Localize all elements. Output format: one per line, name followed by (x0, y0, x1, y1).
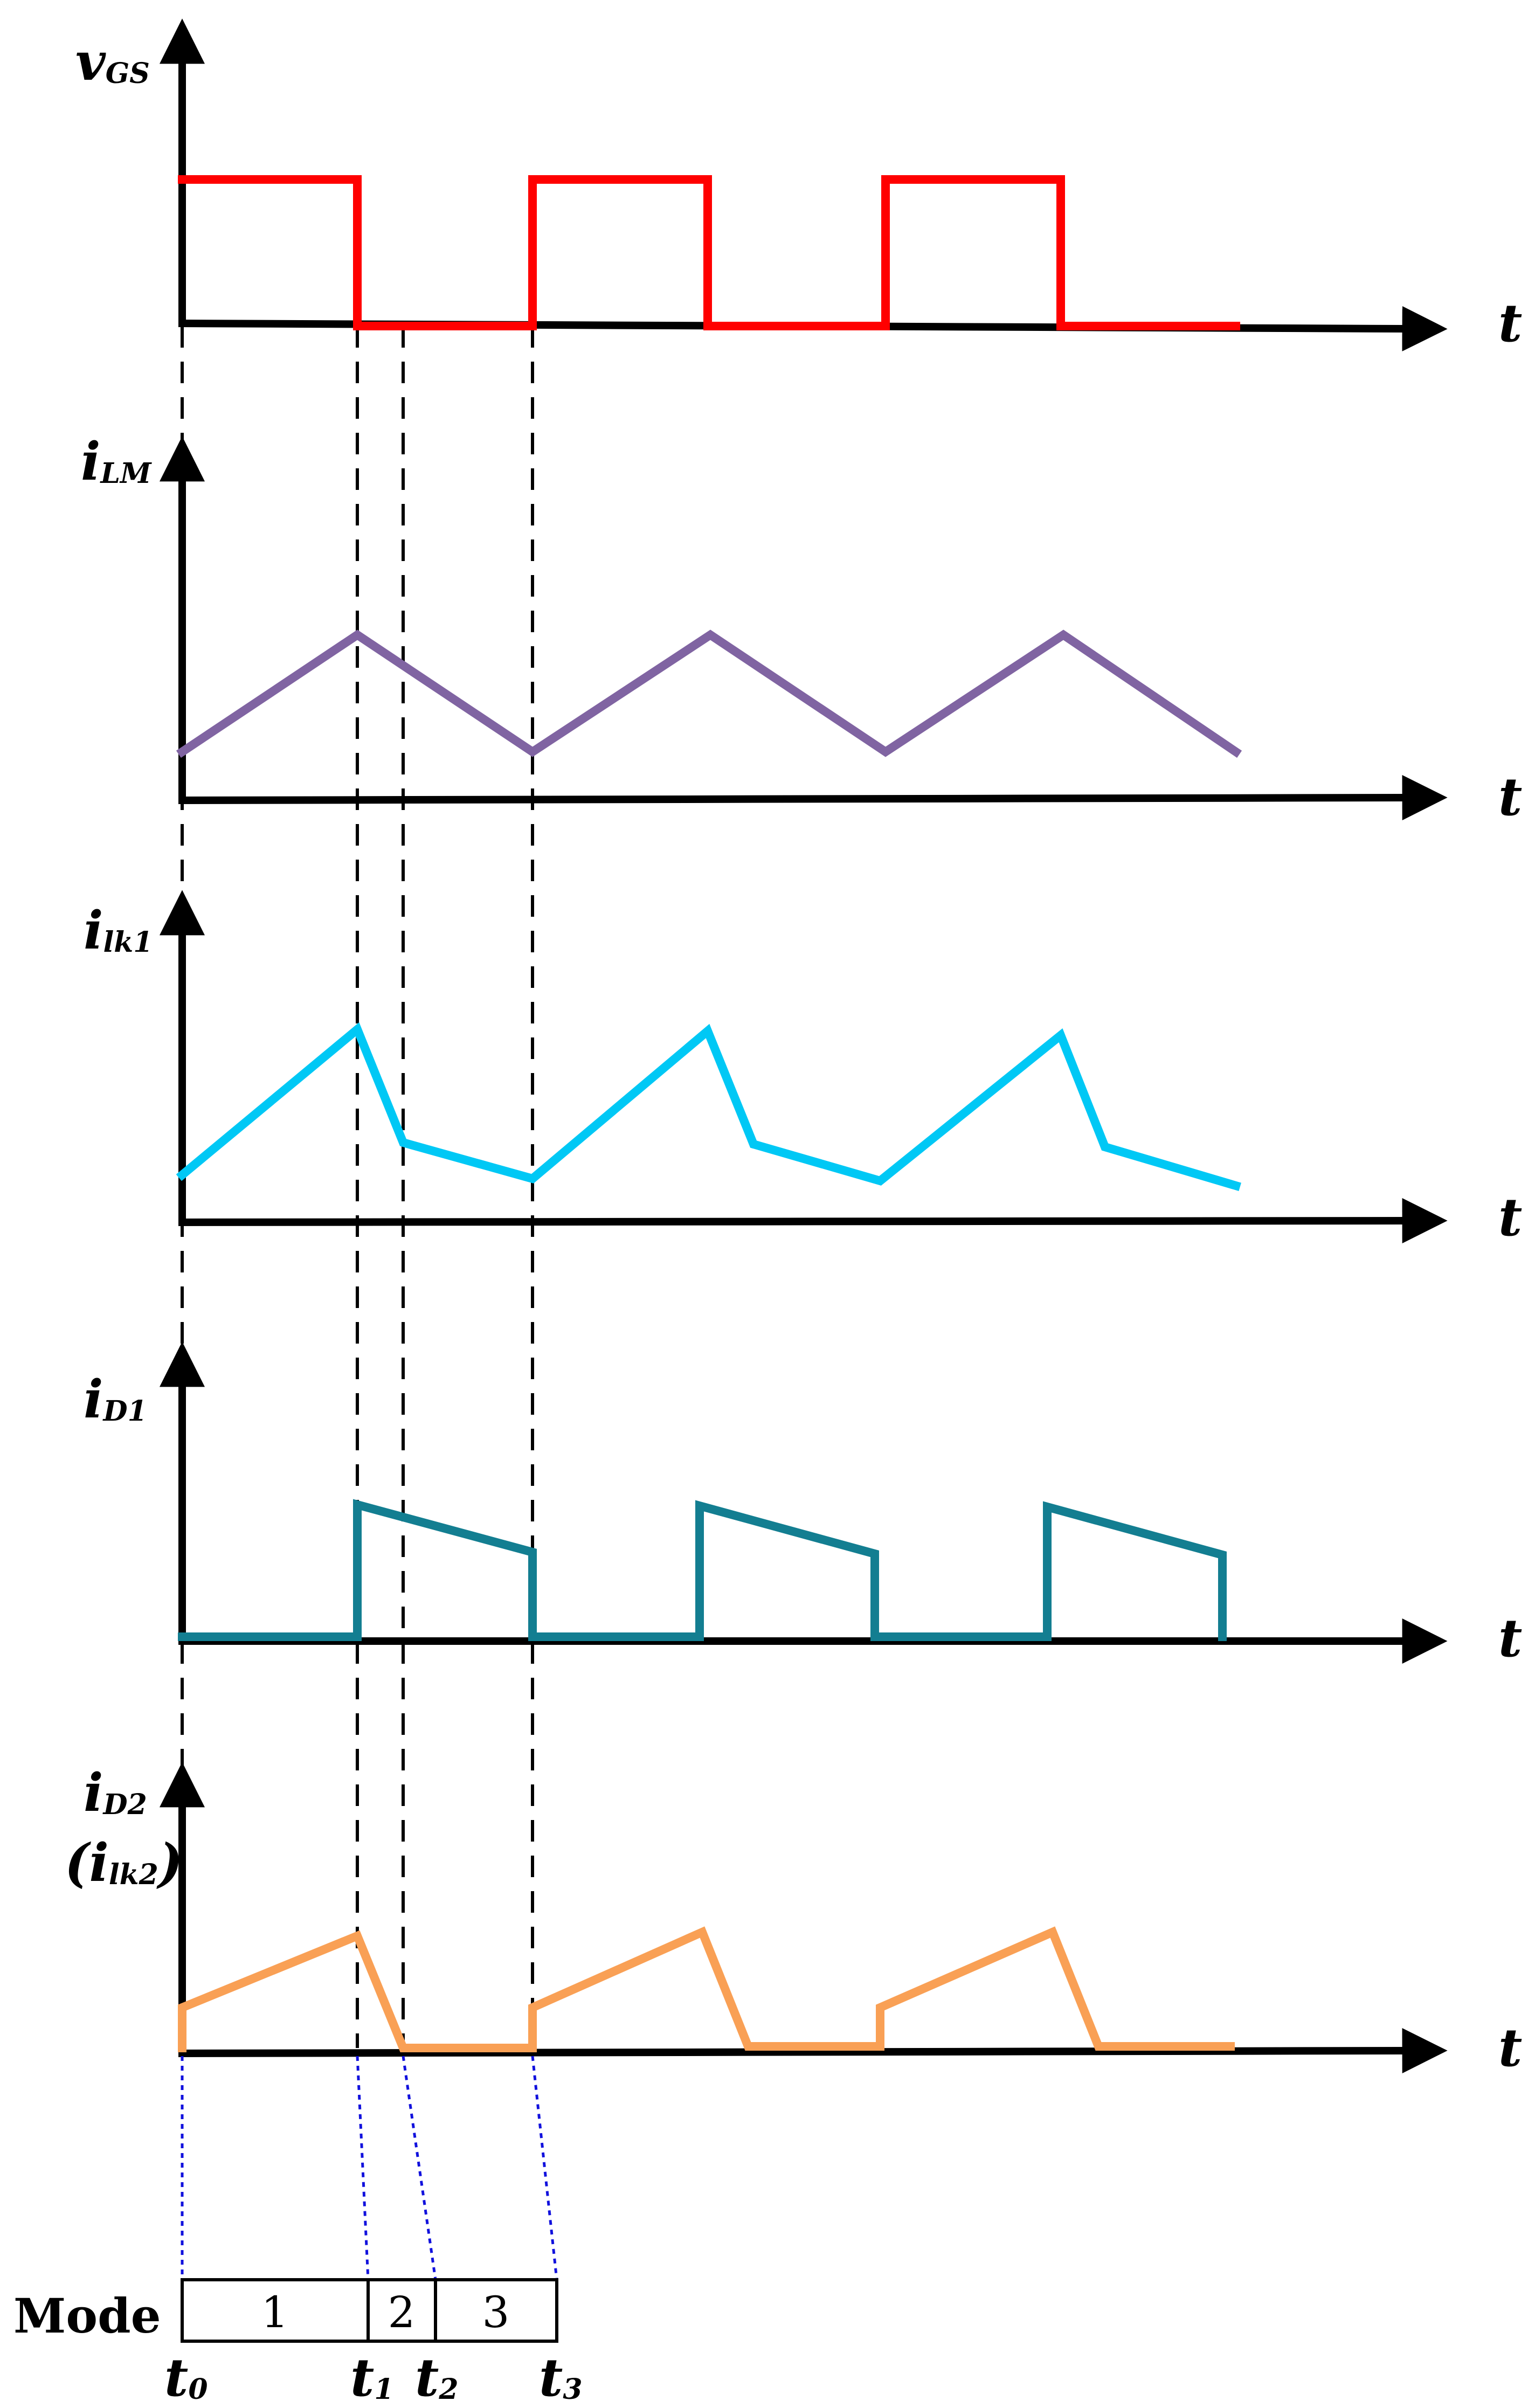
label-id2: iD2 (84, 1762, 147, 1823)
mode-interval-2 (367, 2278, 437, 2343)
mode-interval-1 (181, 2278, 370, 2343)
waveform-vgs (178, 175, 1240, 330)
time-mark-t2: t2 (415, 2347, 459, 2408)
label-id1: iD1 (84, 1369, 147, 1430)
signal-labels: vGS iLM ilk1 iD1 iD2 (ilk2) (65, 31, 183, 1893)
label-vgs: vGS (75, 31, 150, 92)
axis-label-t-4: t (1498, 1608, 1522, 1669)
mode-projections (181, 2056, 558, 2280)
waveform-id1 (178, 1499, 1227, 1641)
axis-label-t-5: t (1498, 2017, 1522, 2078)
time-mark-labels: t0 t1 t2 t3 (164, 2347, 583, 2408)
mode-interval-3-label: 3 (482, 2287, 510, 2337)
time-guides (181, 326, 534, 2048)
axis-label-t-1: t (1498, 293, 1522, 354)
waveform-ilm (176, 629, 1242, 758)
axis-id1 (160, 1341, 1448, 1664)
mode-bar: Mode 1 2 3 (13, 2278, 558, 2344)
time-mark-t3: t3 (539, 2347, 583, 2408)
axis-label-t-2: t (1498, 766, 1522, 827)
projection-t2 (402, 2056, 437, 2280)
mode-interval-3 (434, 2278, 558, 2343)
label-ilk1: ilk1 (84, 900, 153, 961)
label-ilk2: (ilk2) (65, 1832, 183, 1893)
mode-interval-1-label: 1 (261, 2287, 289, 2337)
axis-id2 (160, 1762, 1448, 2074)
waveform-id2 (178, 1926, 1235, 2052)
axes (160, 18, 1448, 2074)
axis-vgs (160, 18, 1448, 351)
mode-label: Mode (13, 2288, 161, 2344)
axis-label-t-3: t (1498, 1187, 1522, 1248)
waveforms (176, 175, 1242, 2052)
time-axis-labels: t t t t t (1498, 293, 1522, 2078)
projection-t1 (356, 2056, 370, 2280)
label-ilm: iLM (81, 431, 152, 492)
time-mark-t1: t1 (350, 2347, 394, 2408)
waveform-ilk1 (176, 1022, 1241, 1191)
mode-interval-2-label: 2 (388, 2287, 416, 2337)
time-mark-t0: t0 (164, 2347, 208, 2408)
projection-t3 (531, 2056, 558, 2280)
